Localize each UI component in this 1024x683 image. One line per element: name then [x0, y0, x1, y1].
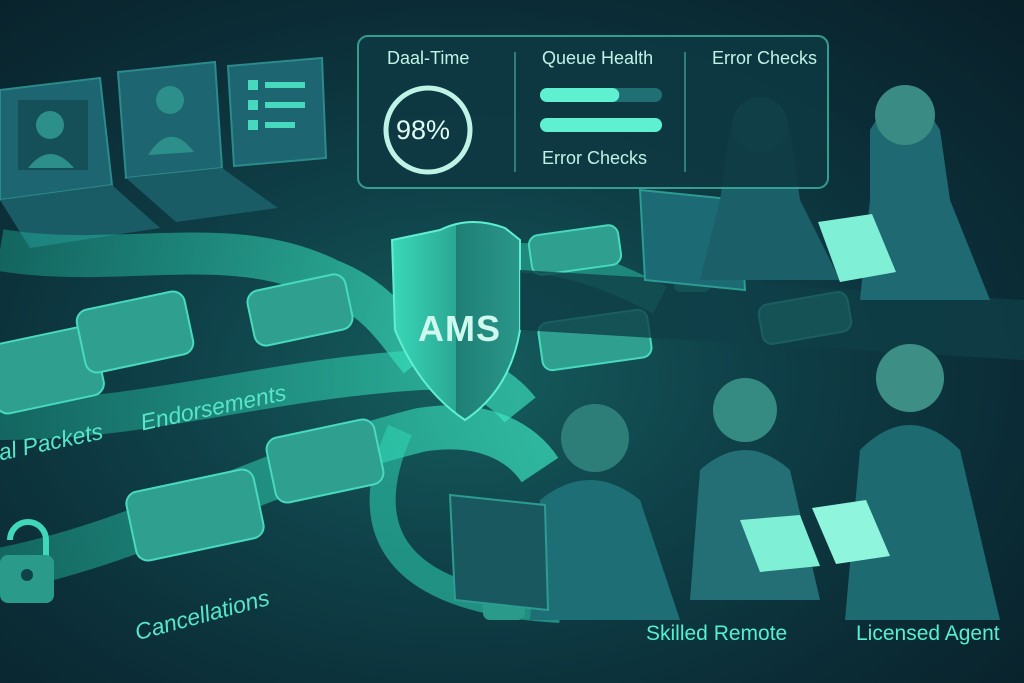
realtime-value: 98%	[396, 115, 451, 145]
laptop-3	[226, 56, 328, 168]
queue-bars	[540, 88, 662, 132]
ams-shield	[390, 220, 521, 422]
laptop-1	[0, 76, 160, 248]
queue-health-label: Queue Health	[542, 48, 654, 68]
dashboard-panel-bg	[357, 35, 829, 189]
skilled-remote-label: Skilled Remote	[646, 622, 788, 645]
queue-bar-fill-0	[540, 88, 620, 102]
error-checks-label: Error Checks	[712, 48, 818, 68]
licensed-agent-label: Licensed Agent	[856, 622, 1000, 645]
queue-error-checks-label: Error Checks	[542, 148, 648, 168]
laptop-2	[116, 60, 278, 222]
padlock-icon-left	[0, 519, 54, 603]
ams-label: AMS	[418, 308, 501, 349]
bottom-workers	[448, 344, 1000, 620]
realtime-label: Daal-Time	[387, 48, 470, 68]
queue-bar-fill-1	[540, 118, 662, 132]
packets-lane	[0, 229, 437, 374]
